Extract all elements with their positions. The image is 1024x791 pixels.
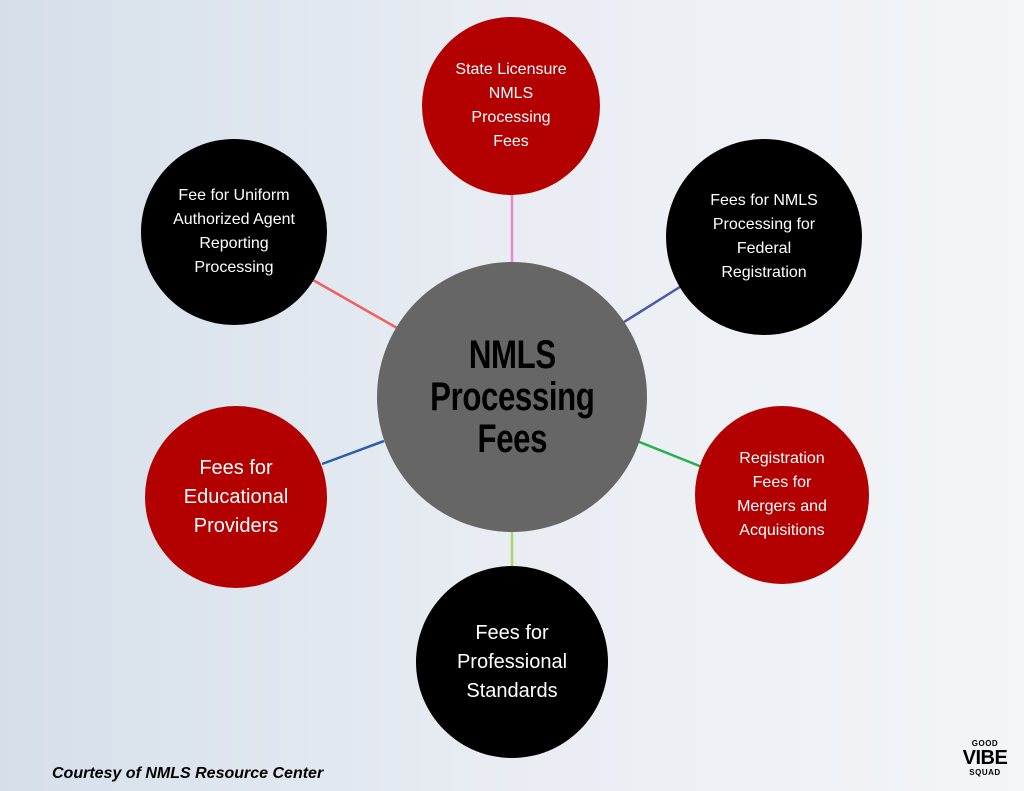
center-node: NMLS Processing Fees (377, 262, 647, 532)
node-professional-standards: Fees for Professional Standards (416, 566, 608, 758)
node-federal-registration: Fees for NMLS Processing for Federal Reg… (666, 139, 862, 335)
connector-educational-providers (321, 439, 385, 466)
connector-uniform-authorized-agent (312, 278, 398, 330)
node-mergers-acquisitions-label: Registration Fees for Mergers and Acquis… (737, 450, 827, 539)
node-educational-providers: Fees for Educational Providers (145, 406, 327, 588)
logo-line-1: GOOD (971, 739, 999, 748)
node-educational-providers-label: Fees for Educational Providers (183, 456, 289, 537)
node-state-licensure: State Licensure NMLS Processing Fees (422, 17, 600, 195)
node-mergers-acquisitions: Registration Fees for Mergers and Acquis… (695, 406, 869, 584)
connector-federal-registration (623, 283, 684, 324)
node-federal-registration-label: Fees for NMLS Processing for Federal Reg… (710, 192, 818, 281)
source-credit: Courtesy of NMLS Resource Center (52, 765, 324, 782)
good-vibe-squad-logo: GOOD VIBE SQUAD (958, 731, 1012, 785)
connector-mergers-acquisitions (636, 439, 703, 469)
center-node-label: NMLS Processing Fees (429, 333, 595, 461)
node-professional-standards-label: Fees for Professional Standards (456, 621, 568, 702)
node-state-licensure-label: State Licensure NMLS Processing Fees (455, 61, 567, 150)
logo-line-3: SQUAD (969, 768, 1001, 777)
node-uniform-authorized-agent: Fee for Uniform Authorized Agent Reporti… (141, 139, 327, 325)
logo-line-2: VIBE (962, 747, 1008, 769)
node-uniform-authorized-agent-label: Fee for Uniform Authorized Agent Reporti… (173, 187, 295, 276)
